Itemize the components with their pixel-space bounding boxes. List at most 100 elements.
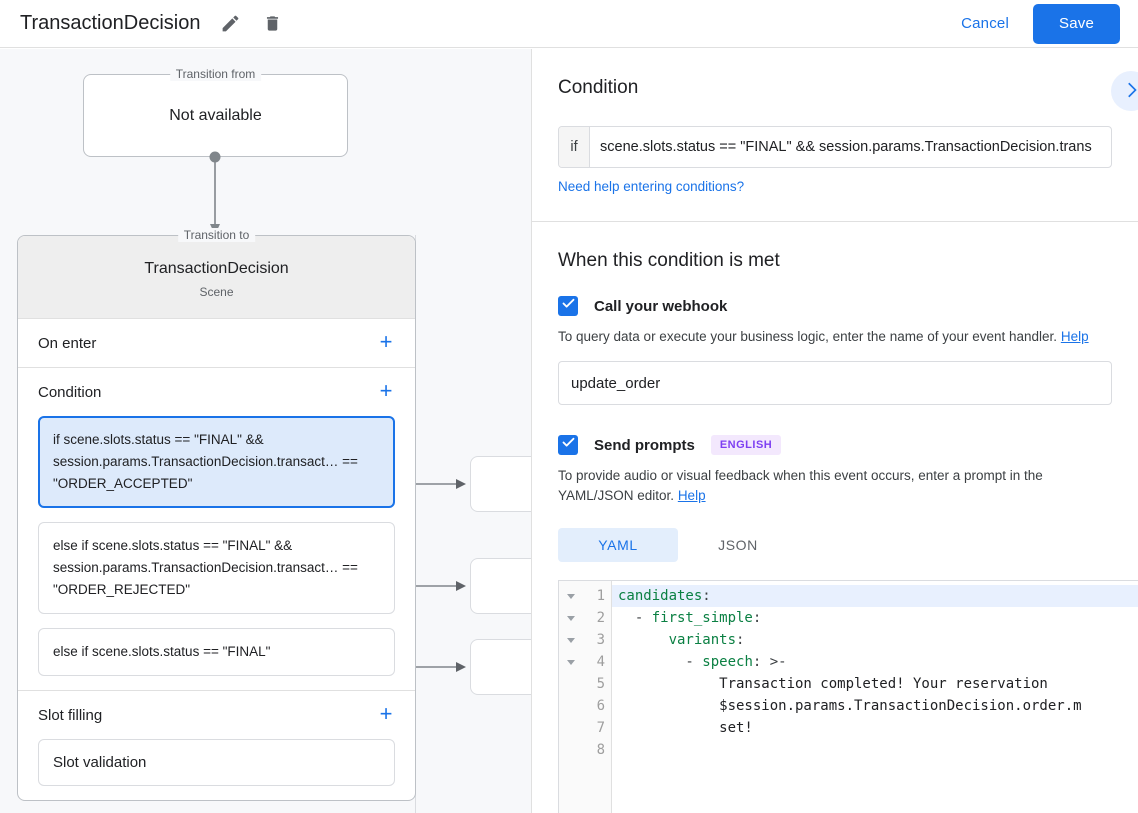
details-panel: Condition if Need help entering conditio… — [531, 49, 1138, 813]
transition-from-value: Not available — [169, 106, 262, 124]
target-box-2[interactable] — [470, 558, 531, 614]
webhook-label: Call your webhook — [594, 297, 728, 315]
editor-code-area[interactable]: candidates: - first_simple: variants: - … — [612, 581, 1138, 813]
fold-spacer — [559, 673, 582, 695]
webhook-checkbox-row: Call your webhook — [558, 296, 1112, 316]
send-prompts-description-text: To provide audio or visual feedback when… — [558, 468, 1043, 503]
add-slot-filling-button[interactable]: + — [373, 702, 399, 728]
line-number: 8 — [596, 742, 605, 758]
condition-item-2[interactable]: else if scene.slots.status == "FINAL" &&… — [38, 522, 395, 614]
code-token: $session.params.TransactionDecision.orde… — [618, 698, 1082, 714]
webhook-handler-input[interactable] — [558, 361, 1112, 405]
delete-button[interactable] — [260, 12, 284, 36]
transition-from-box: Transition from Not available — [83, 67, 348, 157]
line-number: 3 — [596, 632, 605, 648]
condition-list: if scene.slots.status == "FINAL" && sess… — [18, 416, 415, 690]
fold-toggle-icon[interactable] — [559, 629, 582, 651]
cancel-button[interactable]: Cancel — [949, 7, 1021, 40]
condition-section: Condition if Need help entering conditio… — [532, 49, 1138, 222]
page-title: TransactionDecision — [20, 12, 201, 34]
send-prompts-checkbox[interactable] — [558, 435, 578, 455]
transition-from-legend: Transition from — [169, 67, 262, 81]
add-condition-button[interactable]: + — [373, 379, 399, 405]
chevron-right-icon — [1121, 80, 1138, 103]
condition-item-3[interactable]: else if scene.slots.status == "FINAL" — [38, 628, 395, 676]
top-bar: TransactionDecision Cancel Save — [0, 0, 1138, 48]
section-slot-filling: Slot filling + Slot validation — [18, 691, 415, 800]
code-line[interactable]: - first_simple: — [618, 607, 1138, 629]
section-title-condition: Condition — [38, 383, 102, 401]
code-line[interactable]: candidates: — [612, 585, 1138, 607]
transition-arrow-icon — [199, 149, 231, 244]
expand-panel-button[interactable] — [1111, 71, 1138, 111]
if-prefix-label: if — [559, 127, 590, 167]
code-token: candidates — [618, 588, 703, 604]
target-box-1[interactable] — [470, 456, 531, 512]
line-number: 2 — [596, 610, 605, 626]
code-line[interactable]: $session.params.TransactionDecision.orde… — [618, 695, 1138, 717]
code-token — [618, 632, 669, 648]
code-token: set! — [618, 720, 753, 736]
prompts-help-link[interactable]: Help — [677, 488, 706, 503]
code-line[interactable] — [618, 739, 1138, 761]
section-on-enter: On enter + — [18, 319, 415, 368]
code-token: speech — [702, 654, 753, 670]
code-line[interactable]: variants: — [618, 629, 1138, 651]
code-token: : — [752, 610, 762, 626]
scene-type: Scene — [199, 285, 234, 299]
tab-yaml[interactable]: YAML — [558, 528, 678, 562]
edit-name-button[interactable] — [218, 12, 242, 36]
code-token: first_simple — [651, 610, 753, 626]
condition-help-link[interactable]: Need help entering conditions? — [558, 179, 745, 194]
code-line[interactable]: - speech: >- — [618, 651, 1138, 673]
section-title-slot-filling: Slot filling — [38, 706, 103, 724]
check-icon — [561, 296, 576, 316]
add-on-enter-button[interactable]: + — [373, 330, 399, 356]
code-token: : >- — [752, 654, 787, 670]
editor-fold-column — [559, 581, 582, 813]
code-line[interactable]: Transaction completed! Your reservation — [618, 673, 1138, 695]
code-token: Transaction completed! Your reservation — [618, 676, 1048, 692]
code-token: - — [618, 610, 652, 626]
line-number: 4 — [596, 654, 605, 670]
code-token: - — [618, 654, 703, 670]
fold-toggle-icon[interactable] — [559, 585, 582, 607]
condition-item-1[interactable]: if scene.slots.status == "FINAL" && sess… — [38, 416, 395, 508]
target-box-3[interactable] — [470, 639, 531, 695]
when-condition-met-section: When this condition is met Call your web… — [532, 222, 1138, 562]
scene-graph-canvas: Transition from Not available — [0, 49, 531, 813]
webhook-description-text: To query data or execute your business l… — [558, 329, 1058, 344]
webhook-description: To query data or execute your business l… — [558, 327, 1112, 347]
section-header-condition: Condition + — [18, 368, 415, 416]
send-prompts-checkbox-row: Send prompts ENGLISH — [558, 435, 1112, 455]
code-token: : — [702, 588, 711, 604]
webhook-help-link[interactable]: Help — [1060, 329, 1089, 344]
condition-input-row: if — [558, 126, 1112, 168]
code-token: variants — [668, 632, 737, 648]
webhook-checkbox[interactable] — [558, 296, 578, 316]
section-title-on-enter: On enter — [38, 334, 97, 352]
fold-toggle-icon[interactable] — [559, 651, 582, 673]
pencil-icon — [220, 13, 241, 34]
fold-toggle-icon[interactable] — [559, 607, 582, 629]
save-button[interactable]: Save — [1033, 3, 1120, 44]
scene-card-header: Transition to TransactionDecision Scene — [18, 228, 415, 319]
section-header-slot-filling: Slot filling + — [18, 691, 415, 739]
check-icon — [561, 435, 576, 455]
when-condition-met-heading: When this condition is met — [558, 250, 780, 271]
section-condition: Condition + if scene.slots.status == "FI… — [18, 368, 415, 691]
condition-panel-title: Condition — [558, 77, 639, 98]
line-number: 1 — [596, 588, 605, 604]
fold-spacer — [559, 717, 582, 739]
editor-format-tabs: YAML JSON — [558, 528, 1112, 562]
language-badge: ENGLISH — [710, 435, 782, 455]
send-prompts-label: Send prompts — [594, 436, 695, 454]
condition-expression-input[interactable] — [590, 127, 1111, 167]
line-number: 6 — [596, 698, 605, 714]
slot-validation-item[interactable]: Slot validation — [38, 739, 395, 786]
code-line[interactable]: set! — [618, 717, 1138, 739]
slot-filling-list: Slot validation — [18, 739, 415, 800]
tab-json[interactable]: JSON — [678, 528, 798, 562]
